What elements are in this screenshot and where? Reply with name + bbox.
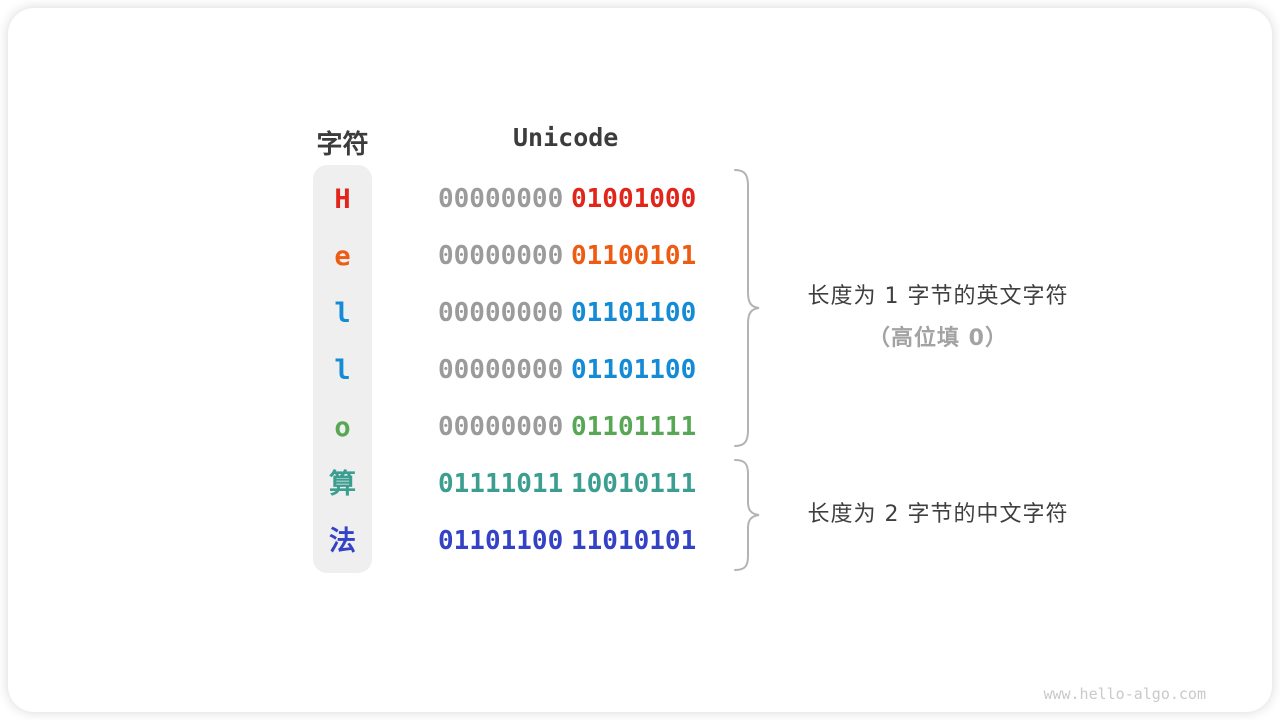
encoding-row-l2: l 00000000 01101100 — [8, 342, 1272, 399]
byte1-cell: 00000000 — [438, 298, 564, 328]
byte1-cell: 00000000 — [438, 184, 564, 214]
watermark-url: www.hello-algo.com — [1043, 685, 1206, 703]
char-cell: e — [334, 241, 351, 272]
byte2-cell: 10010111 — [571, 469, 697, 499]
byte2-cell: 01101100 — [571, 298, 697, 328]
unicode-column-header: Unicode — [513, 123, 619, 152]
byte1-cell: 00000000 — [438, 241, 564, 271]
byte2-cell: 01101111 — [571, 412, 697, 442]
char-cell: o — [334, 412, 351, 443]
annotation-chinese-text: 长度为 2 字节的中文字符 — [807, 502, 1069, 527]
figure-card: 字符 Unicode H 00000000 01001000 e 0000000… — [8, 8, 1272, 712]
byte1-cell: 00000000 — [438, 355, 564, 385]
char-cell: l — [334, 298, 351, 329]
char-cell: H — [334, 184, 351, 215]
brace-chinese-icon — [734, 459, 760, 571]
encoding-row-suan: 算 01111011 10010111 — [8, 456, 1272, 513]
encoding-row-fa: 法 01101100 11010101 — [8, 513, 1272, 570]
byte2-cell: 01001000 — [571, 184, 697, 214]
encoding-row-h: H 00000000 01001000 — [8, 171, 1272, 228]
char-cell: 算 — [329, 469, 356, 500]
byte1-cell: 01101100 — [438, 526, 564, 556]
brace-english-icon — [734, 169, 760, 447]
byte1-cell: 00000000 — [438, 412, 564, 442]
annotation-english-note: （高位填 0） — [868, 326, 1008, 351]
annotation-english-text: 长度为 1 字节的英文字符 — [807, 284, 1069, 309]
char-cell: l — [334, 355, 351, 386]
byte1-cell: 01111011 — [438, 469, 564, 499]
byte2-cell: 01101100 — [571, 355, 697, 385]
char-column-background — [313, 165, 372, 573]
encoding-row-e: e 00000000 01100101 — [8, 228, 1272, 285]
byte2-cell: 11010101 — [571, 526, 697, 556]
encoding-row-o: o 00000000 01101111 — [8, 399, 1272, 456]
char-column-header: 字符 — [316, 130, 369, 160]
encoding-row-l1: l 00000000 01101100 — [8, 285, 1272, 342]
char-cell: 法 — [329, 526, 356, 557]
annotation-chinese: 长度为 2 字节的中文字符 — [773, 496, 1103, 528]
annotation-english: 长度为 1 字节的英文字符 （高位填 0） — [773, 278, 1103, 352]
byte2-cell: 01100101 — [571, 241, 697, 271]
